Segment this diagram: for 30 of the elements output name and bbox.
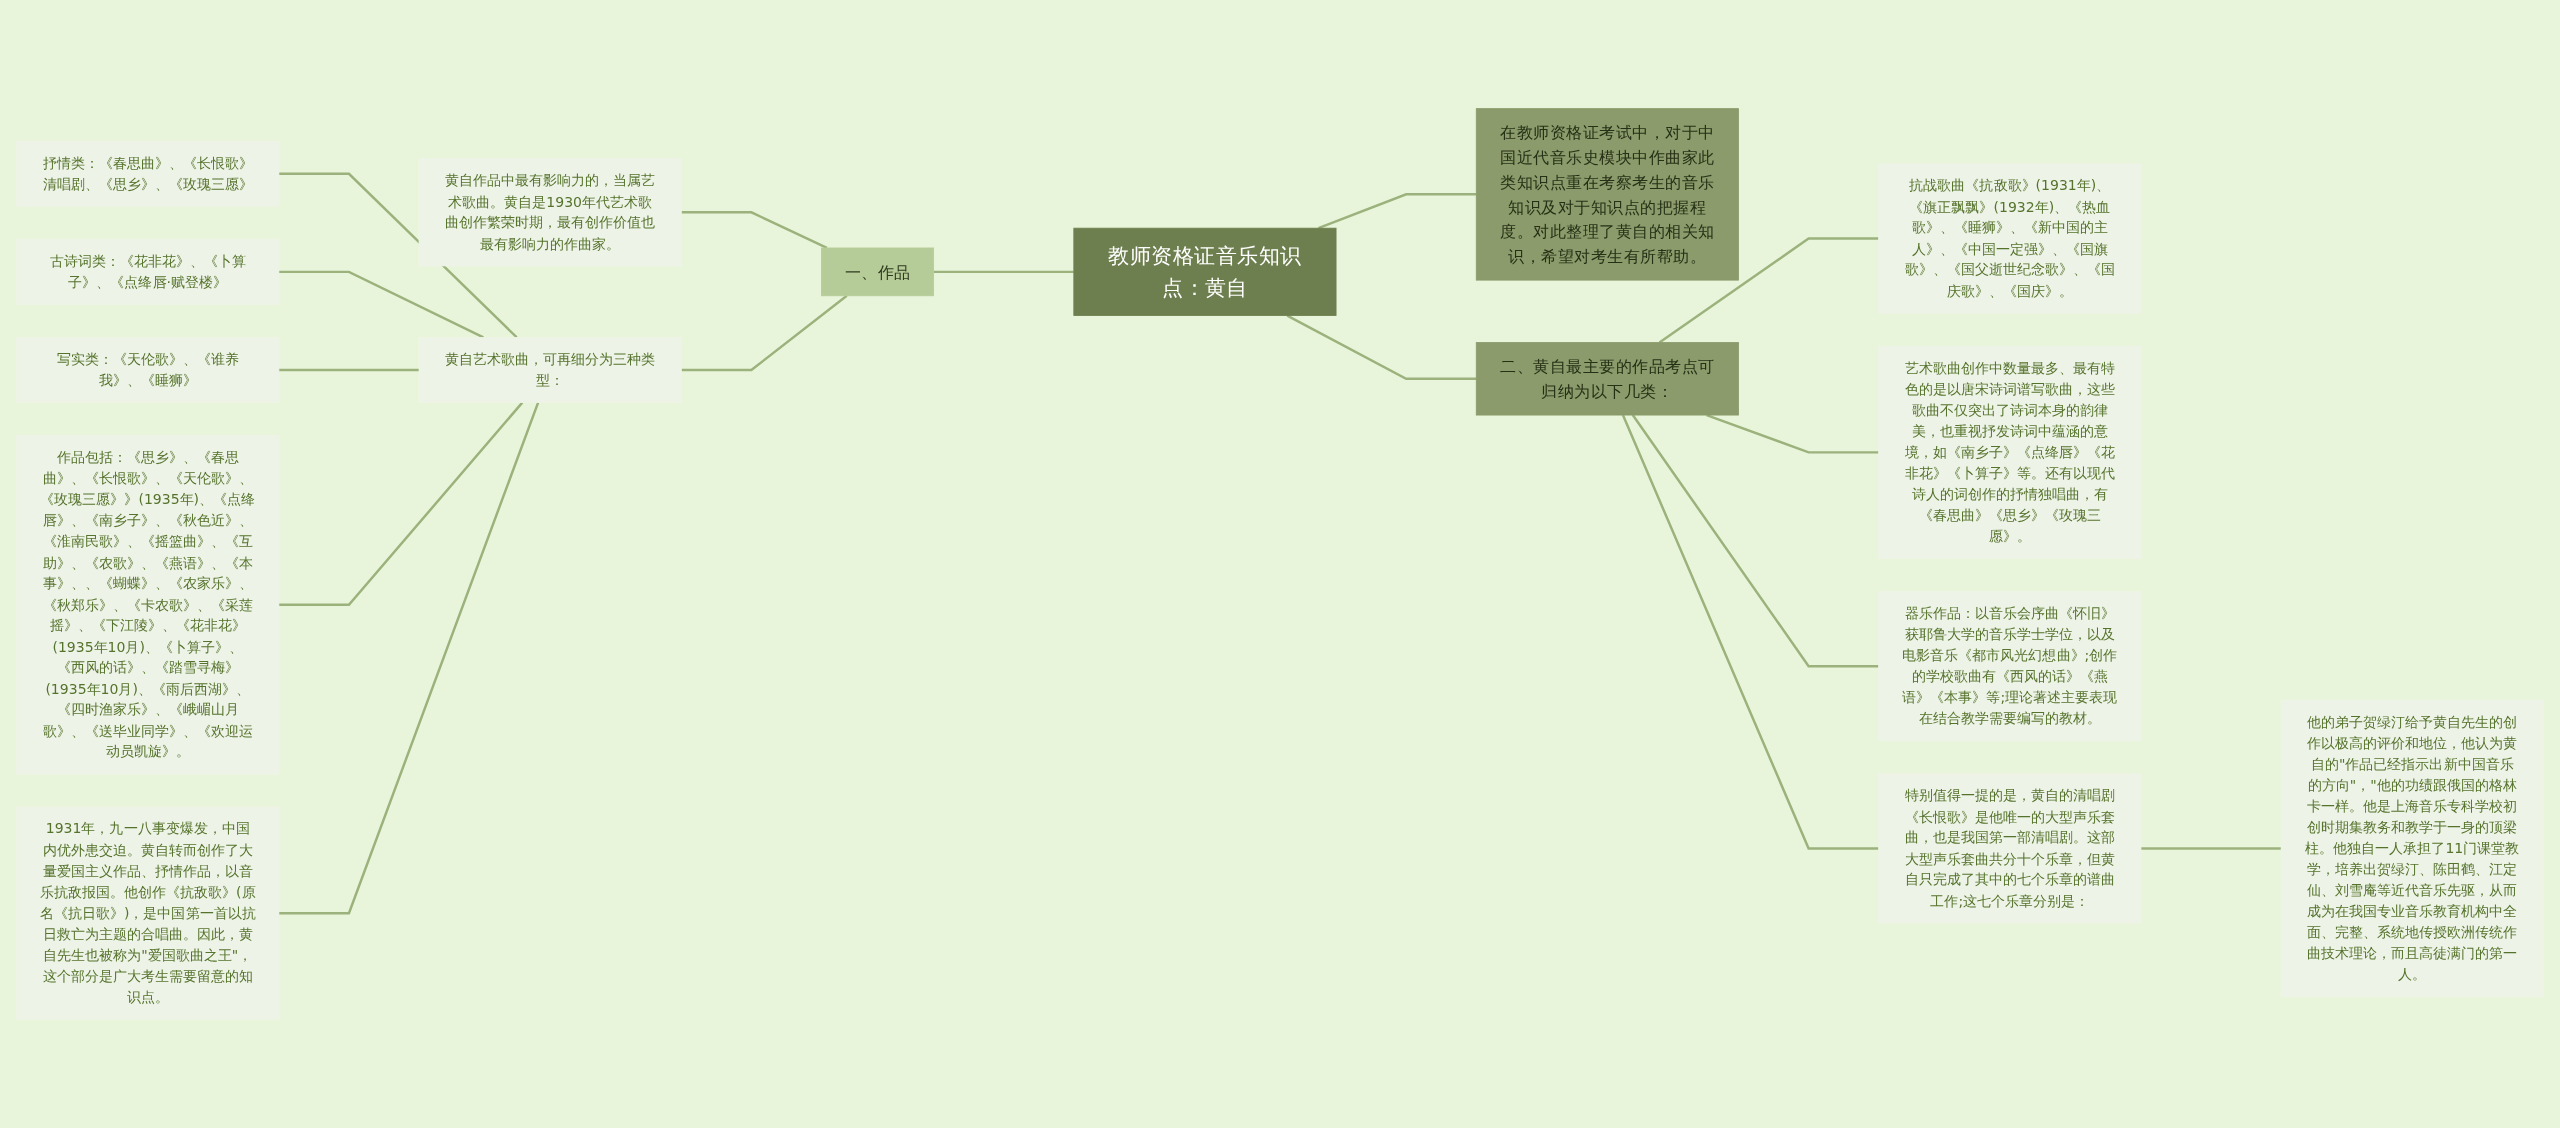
connector bbox=[1317, 193, 1477, 230]
connector bbox=[278, 402, 540, 915]
connector bbox=[1631, 414, 1879, 668]
connector bbox=[278, 270, 484, 339]
node-box: 抗战歌曲《抗敌歌》(1931年)、《旗正飘飘》(1932年)、《热血歌》、《睡狮》、《新中国的主人》、《中国一定强》、《国旗歌》、《国父逝世纪念歌》、《国庆歌》、《国庆》。 bbox=[1878, 163, 2142, 314]
node-box: 黄自作品中最有影响力的，当属艺术歌曲。黄自是1930年代艺术歌曲创作繁荣时期，最有创作价值也最有影响力的作曲家。 bbox=[418, 158, 682, 267]
connector bbox=[1286, 314, 1477, 380]
connector bbox=[278, 401, 524, 607]
node-box: 在教师资格证考试中，对于中国近代音乐史模块中作曲家此类知识点重在考察考生的音乐知识及对于知识点的把握程度。对此整理了黄自的相关知识，希望对考生有所帮助。 bbox=[1475, 108, 1739, 281]
node-box: 1931年，九一八事变爆发，中国内优外患交迫。黄自转而创作了大量爱国主义作品、抒情作品，以音乐抗敌报国。他创作《抗敌歌》(原名《抗日歌》)，是中国第一首以抗日救亡为主题的合唱曲。因此，黄自先生也被称为"爱国歌曲之王"，这个部分是广大考生需要留意的知识点。 bbox=[16, 806, 280, 1020]
node-box: 特别值得一提的是，黄自的清唱剧《长恨歌》是他唯一的大型声乐套曲，也是我国第一部清唱剧。这部大型声乐套曲共分十个乐章，但黄自只完成了其中的七个乐章的谱曲工作;这七个乐章分别是： bbox=[1878, 773, 2142, 924]
node-box: 艺术歌曲创作中数量最多、最有特色的是以唐宋诗词谱写歌曲，这些歌曲不仅突出了诗词本身的韵律美，也重视抒发诗词中蕴涵的意境，如《南乡子》《点绛唇》《花非花》《卜算子》等。还有以现代诗人的词创作的抒情独唱曲，有《春思曲》《思乡》《玫瑰三愿》。 bbox=[1878, 345, 2142, 559]
node-box: 写实类：《天伦歌》、《谁养我》、《睡狮》 bbox=[16, 337, 280, 403]
connector bbox=[681, 211, 828, 250]
node-box: 作品包括：《思乡》、《春思曲》、《长恨歌》、《天伦歌》、《玫瑰三愿》》(1935年)、《点绛唇》、《南乡子》、《秋色近》、《淮南民歌》、《摇篮曲》、《互助》、《农歌》、《燕语》、《本事》、、《蝴蝶》、《农家乐》、《秋郑乐》、《卡农歌》、《采莲摇》、《下江陵》、《花非花》(1935年10月)、《卜算子》、《西风的话》、《踏雪寻梅》(1935年10月)、《雨后西湖》、《四时渔家乐》、《峨嵋山月歌》、《送毕业同学》、《欢迎运动员凯旋》。 bbox=[16, 435, 280, 775]
connector bbox=[681, 294, 848, 372]
node-box: 教师资格证音乐知识点：黄自 bbox=[1073, 227, 1337, 316]
node-box: 器乐作品：以音乐会序曲《怀旧》获耶鲁大学的音乐学士学位，以及电影音乐《都市风光幻想曲》;创作的学校歌曲有《西风的话》《燕语》《本事》等;理论著述主要表现在结合教学需要编写的教材。 bbox=[1878, 591, 2142, 742]
node-box: 抒情类：《春思曲》、《长恨歌》清唱剧、《思乡》、《玫瑰三愿》 bbox=[16, 140, 280, 207]
node-box: 二、黄自最主要的作品考点可归纳为以下几类： bbox=[1475, 342, 1739, 416]
connector bbox=[1621, 414, 1879, 850]
node-box: 黄自艺术歌曲，可再细分为三种类型： bbox=[418, 337, 682, 403]
connector bbox=[2140, 847, 2282, 850]
connector bbox=[278, 172, 518, 339]
connector bbox=[1658, 237, 1879, 344]
node-box: 一、作品 bbox=[821, 247, 935, 297]
connector bbox=[933, 270, 1074, 274]
connector bbox=[278, 368, 420, 372]
node-box: 古诗词类：《花非花》、《卜算子》、《点绛唇·赋登楼》 bbox=[16, 238, 280, 305]
node-box: 他的弟子贺绿汀给予黄自先生的创作以极高的评价和地位，他认为黄自的"作品已经指示出新中国音乐的方向"，"他的功绩跟俄国的格林卡一样。他是上海音乐专科学校初创时期集教务和教学于一身的顶梁柱。他独自一人承担了11门课堂教学，培养出贺绿汀、陈田鹤、江定仙、刘雪庵等近代音乐先驱，从而成为在我国专业音乐教育机构中全面、完整、系统地传授欧洲传统作曲技术理论，而且高徒满门的第一人。 bbox=[2280, 699, 2544, 998]
